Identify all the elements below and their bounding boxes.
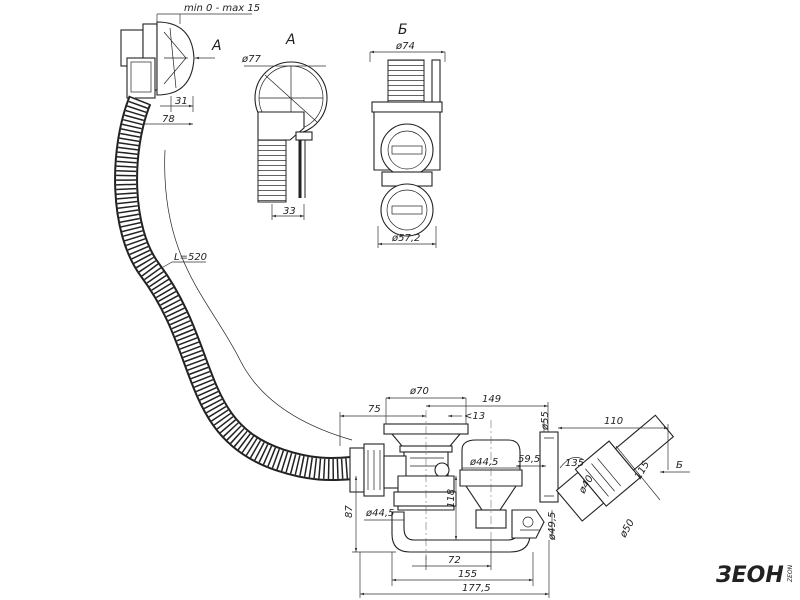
dim-50: ø50: [618, 518, 637, 541]
hose-length-callout: L=520: [157, 252, 207, 271]
dim-118: 118: [446, 489, 457, 508]
dim-75: 75: [368, 404, 381, 415]
view-a-title: A: [285, 32, 296, 48]
flex-hose: [114, 95, 354, 482]
view-b: Б ø74 ø57,2: [369, 22, 446, 248]
brand-sub: ZEON: [787, 564, 794, 583]
dim-33: 33: [283, 206, 296, 217]
dim-149: 149: [482, 394, 501, 405]
view-b-title: Б: [398, 22, 408, 38]
arrow-label-a: A: [211, 38, 222, 54]
overflow-assembly: [120, 21, 195, 99]
brand-name: ЗЕОН: [715, 563, 784, 588]
dim-13: <13: [464, 411, 485, 422]
view-a: A ø77 33: [241, 32, 328, 220]
overflow-dimensions: min 0 - max 15 31 78 A: [127, 3, 260, 128]
dim-135: 135: [565, 458, 584, 469]
dim-87: 87: [344, 505, 355, 518]
dim-44-lower: ø44,5: [365, 508, 394, 519]
dim-55: ø55: [540, 411, 551, 431]
brand-logo: ЗЕОН ZEON: [715, 563, 794, 588]
dim-hose-length: L=520: [174, 252, 207, 263]
dim-110: 110: [604, 416, 623, 427]
dim-78: 78: [162, 114, 175, 125]
dim-44-upper: ø44,5: [469, 457, 498, 468]
dim-177: 177,5: [462, 583, 491, 594]
trap-dimensions: ø70 75 149 <13 ø55 110 ø44,5 59,5 135 ø4…: [339, 386, 690, 598]
dim-59: 59,5: [518, 454, 540, 465]
dim-74: ø74: [395, 41, 415, 52]
dim-72: 72: [448, 555, 461, 566]
trap-assembly: [349, 410, 675, 560]
dim-overflow-range: min 0 - max 15: [184, 3, 260, 14]
arrow-label-b: Б: [676, 460, 683, 471]
dim-70: ø70: [409, 386, 429, 397]
dim-155: 155: [458, 569, 477, 580]
dim-77: ø77: [241, 54, 261, 65]
dim-57: ø57,2: [391, 233, 420, 244]
dim-31: 31: [175, 96, 188, 107]
dim-49: ø49,5: [547, 512, 558, 541]
